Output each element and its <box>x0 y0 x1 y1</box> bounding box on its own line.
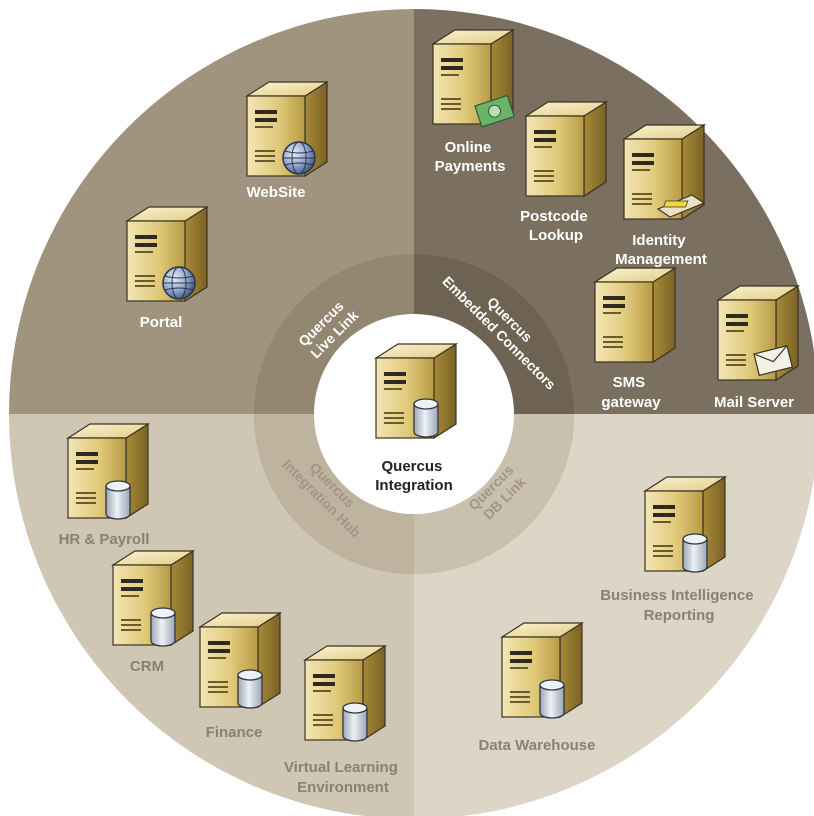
server-label-online-payments: Online Payments <box>435 139 506 175</box>
card-reader-icon <box>656 194 706 218</box>
server-icon-vle <box>304 645 386 742</box>
server-icon-portal <box>126 206 208 302</box>
banknote-icon <box>474 94 515 128</box>
server-icon-bi-reporting <box>644 476 726 573</box>
envelope-icon <box>753 345 794 377</box>
server-label-sms-gateway: SMS gateway <box>601 374 661 411</box>
center-label: Quercus Integration <box>375 458 453 494</box>
server-label-website: WebSite <box>247 184 306 201</box>
server-icon-website <box>246 81 328 177</box>
server-label-identity-management: Identity Management <box>615 232 707 268</box>
database-icon <box>342 702 368 742</box>
database-icon <box>150 607 176 647</box>
database-icon <box>105 480 131 520</box>
server-icon-crm <box>112 550 194 647</box>
database-icon <box>237 669 263 709</box>
server-label-crm: CRM <box>130 658 164 675</box>
server-label-data-warehouse: Data Warehouse <box>479 737 596 754</box>
server-label-bi-reporting: Business Intelligence Reporting <box>600 587 758 624</box>
server-icon-center <box>375 343 457 439</box>
server-icon-postcode-lookup <box>525 101 607 197</box>
globe-icon <box>282 141 316 175</box>
server-label-mail-server: Mail Server <box>714 394 794 411</box>
server-icon-online-payments <box>432 29 515 128</box>
server-icon-hr-payroll <box>67 423 149 520</box>
database-icon <box>682 533 708 573</box>
server-label-postcode-lookup: Postcode Lookup <box>520 208 592 244</box>
server-icon-mail-server <box>717 285 799 381</box>
server-icon-identity-management <box>623 124 706 220</box>
database-icon <box>539 679 565 719</box>
server-label-finance: Finance <box>206 724 263 741</box>
server-icon-sms-gateway <box>594 267 676 363</box>
server-icon-data-warehouse <box>501 622 583 719</box>
database-icon <box>413 398 439 438</box>
server-icon-finance <box>199 612 281 709</box>
server-label-hr-payroll: HR & Payroll <box>59 531 150 548</box>
server-label-vle: Virtual Learning Environment <box>284 759 402 796</box>
globe-icon <box>162 266 196 300</box>
server-label-portal: Portal <box>140 314 183 331</box>
